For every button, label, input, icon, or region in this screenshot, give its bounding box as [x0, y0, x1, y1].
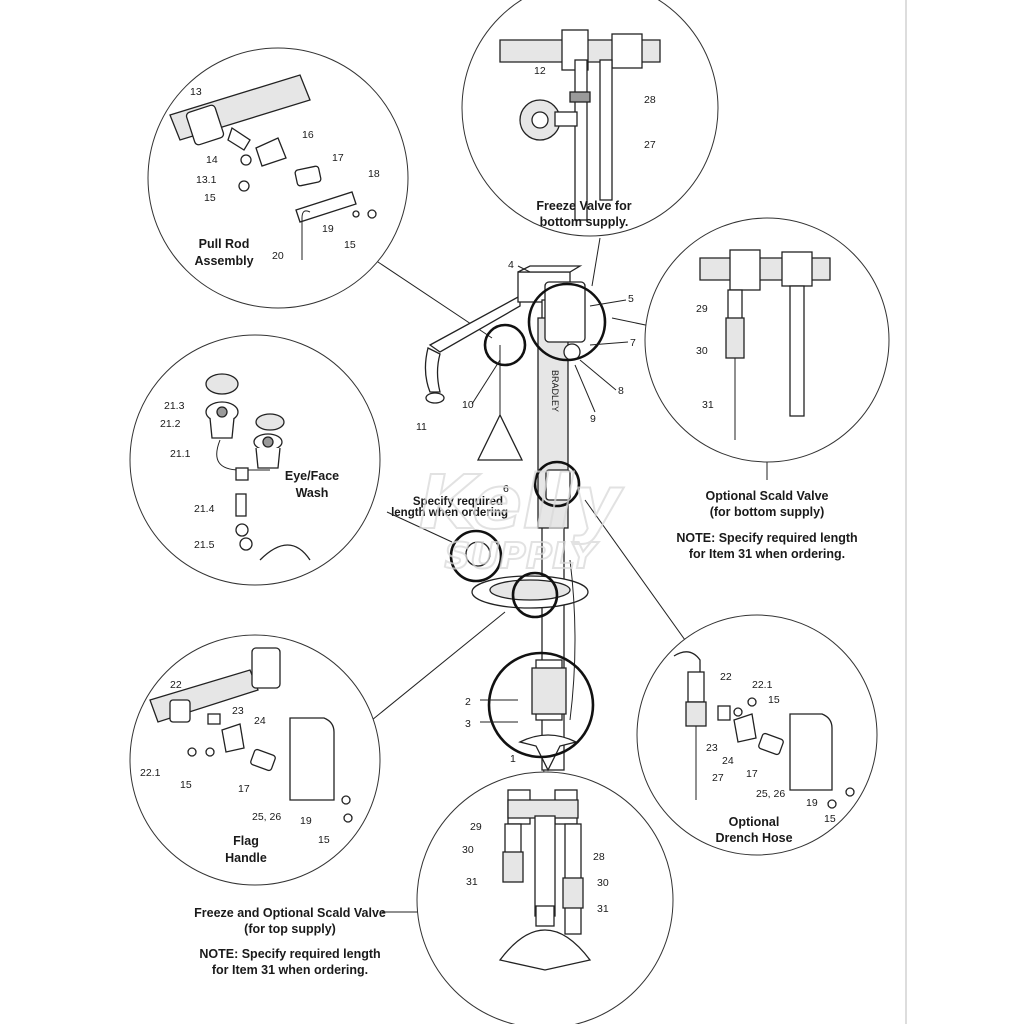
detail-freeze-top: 29 30 31 28 30 31	[416, 771, 674, 1024]
main-label: 1	[510, 753, 516, 765]
main-label-ticks	[471, 265, 629, 723]
main-label: 9	[590, 413, 596, 425]
main-label: 11	[416, 421, 427, 433]
caption-line: Drench Hose	[715, 831, 792, 845]
label: 22	[720, 671, 732, 683]
label: 25, 26	[756, 788, 785, 800]
note-line: for Item 31 when ordering.	[212, 963, 368, 977]
label: 15	[318, 834, 330, 846]
label: 15	[344, 239, 356, 251]
label: 19	[806, 797, 818, 809]
watermark-line2: SUPPLY	[444, 536, 599, 577]
caption-line: bottom supply.	[540, 215, 629, 229]
detail-freeze-valve: 12 28 27 Freeze Valve for bottom supply.	[461, 0, 719, 237]
label: 14	[206, 154, 218, 166]
label: 18	[368, 168, 380, 180]
main-label: 7	[630, 337, 636, 349]
label: 13.1	[196, 174, 217, 186]
caption-line: (for bottom supply)	[710, 505, 825, 519]
main-note-line2: length when ordering	[391, 507, 508, 519]
main-label: 10	[462, 399, 474, 411]
label: 15	[824, 813, 836, 825]
watermark: Kelly SUPPLY	[418, 459, 625, 578]
label: 28	[593, 851, 605, 863]
label: 23	[232, 705, 244, 717]
main-label: 3	[465, 718, 471, 730]
label: 22	[170, 679, 182, 691]
caption-line: Wash	[296, 486, 329, 500]
main-eyewash-station: BRADLEY	[424, 265, 589, 772]
note-line: for Item 31 when ordering.	[689, 547, 845, 561]
label: 21.4	[194, 503, 215, 515]
main-label: 8	[618, 385, 624, 397]
label: 29	[696, 303, 708, 315]
caption-line: Freeze Valve for	[536, 199, 631, 213]
label: 16	[302, 129, 314, 141]
label: 15	[204, 192, 216, 204]
detail-drench-hose: 22 22.1 15 23 24 27 17 25, 26 19 15 Opti…	[636, 614, 878, 856]
label: 29	[470, 821, 482, 833]
label: 19	[300, 815, 312, 827]
label: 13	[190, 86, 202, 98]
caption-line: Pull Rod	[199, 237, 250, 251]
detail-flag-handle: 22 23 24 22.1 15 17 25, 26 19 15 Flag Ha…	[129, 634, 381, 886]
detail-scald-valve-bottom: 29 30 31	[644, 217, 890, 463]
caption-line: Optional	[729, 815, 780, 829]
label: 20	[272, 250, 284, 262]
main-labels: 4 5 7 8 9 10 11 6 2 3 1 Specify required…	[391, 259, 636, 765]
label: 24	[722, 755, 734, 767]
label: 30	[597, 877, 609, 889]
label: 31	[466, 876, 478, 888]
caption-line: Assembly	[194, 254, 253, 268]
main-note-line1: Specify required	[413, 496, 503, 508]
caption-line: (for top supply)	[244, 922, 336, 936]
zoom-circles	[449, 282, 607, 759]
scald-bottom-text: Optional Scald Valve (for bottom supply)…	[676, 489, 857, 561]
label: 22.1	[752, 679, 773, 691]
label: 28	[644, 94, 656, 106]
freeze-top-text: Freeze and Optional Scald Valve (for top…	[194, 906, 386, 977]
label: 21.2	[160, 418, 181, 430]
label: 17	[746, 768, 758, 780]
label: 21.1	[170, 448, 191, 460]
label: 27	[712, 772, 724, 784]
main-label: 6	[503, 483, 509, 495]
label: 22.1	[140, 767, 161, 779]
main-label: 2	[465, 696, 471, 708]
label: 23	[706, 742, 718, 754]
note-line: NOTE: Specify required length	[676, 531, 857, 545]
label: 31	[702, 399, 714, 411]
note-line: NOTE: Specify required length	[199, 947, 380, 961]
label: 30	[696, 345, 708, 357]
label: 30	[462, 844, 474, 856]
caption-line: Handle	[225, 851, 267, 865]
main-label: 5	[628, 293, 634, 305]
label: 17	[238, 783, 250, 795]
caption-line: Eye/Face	[285, 469, 339, 483]
caption-line: Optional Scald Valve	[706, 489, 829, 503]
label: 15	[180, 779, 192, 791]
caption-line: Flag	[233, 834, 259, 848]
detail-pull-rod: 13 14 13.1 15 16 17 18 19 15 20 Pull Rod…	[147, 47, 409, 309]
caption-line: Freeze and Optional Scald Valve	[194, 906, 386, 920]
svg-text:BRADLEY: BRADLEY	[550, 370, 560, 412]
label: 25, 26	[252, 811, 281, 823]
label: 31	[597, 903, 609, 915]
label: 21.3	[164, 400, 185, 412]
label: 15	[768, 694, 780, 706]
label: 19	[322, 223, 334, 235]
watermark-line1: Kelly	[419, 460, 624, 546]
label: 21.5	[194, 539, 215, 551]
label: 24	[254, 715, 266, 727]
label: 12	[534, 65, 546, 77]
label: 27	[644, 139, 656, 151]
label: 17	[332, 152, 344, 164]
detail-eye-face-wash: 21.3 21.2 21.1 21.4 21.5 Eye/Face Wash	[129, 334, 381, 586]
main-label: 4	[508, 259, 514, 271]
